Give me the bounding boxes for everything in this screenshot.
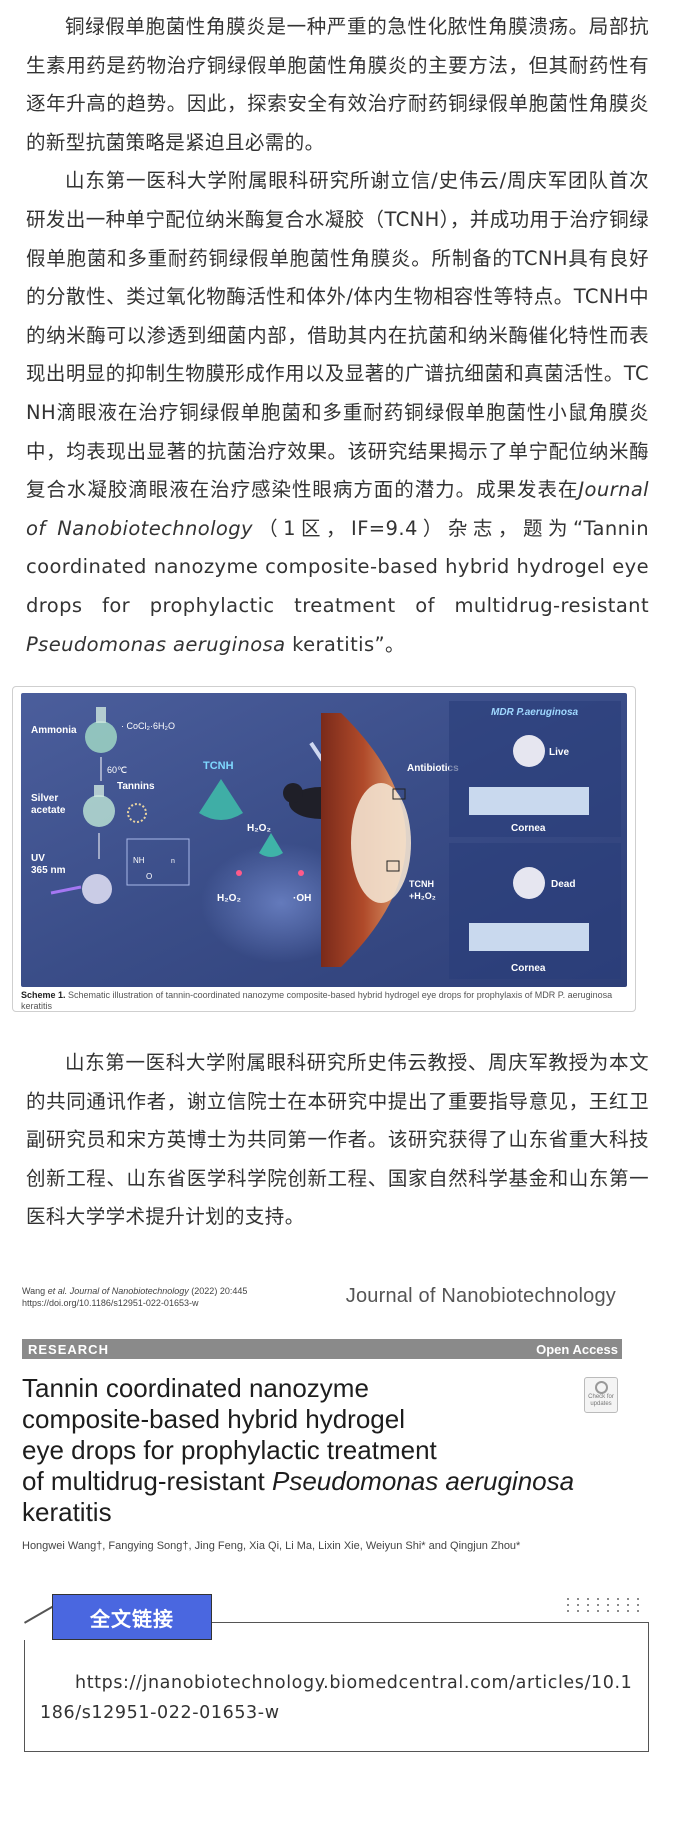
link-box	[24, 1622, 649, 1753]
title-line-4a: of multidrug-resistant	[22, 1466, 272, 1497]
label-tcnh-right: TCNH	[409, 879, 434, 889]
label-o: O	[146, 872, 152, 881]
fulltext-link-section: 全文链接 https://jnanobiotechnology.biomedce…	[24, 1594, 649, 1753]
structure-box	[126, 838, 190, 886]
open-access-label: Open Access	[536, 1341, 618, 1357]
tannin-molecule-icon	[127, 803, 147, 824]
citation-author: Wang	[22, 1286, 48, 1297]
caption-text: Schematic illustration of tannin-coordin…	[21, 990, 613, 1012]
label-antibiotics: Antibiotics	[407, 763, 459, 774]
study-text-b: （1区，IF=9.4）杂志，题为“Tannin coordinated nano…	[26, 516, 650, 617]
label-live: Live	[549, 747, 569, 758]
scheme-caption: Scheme 1. Schematic illustration of tann…	[21, 987, 627, 1012]
label-tcnh: TCNH	[203, 760, 234, 772]
label-uv: UV	[31, 853, 45, 864]
bacteria-live-icon	[513, 735, 545, 768]
flask-middle-icon	[83, 785, 115, 828]
label-silver: Silver	[31, 793, 58, 804]
study-text-a: 山东第一医科大学附属眼科研究所谢立信/史伟云/周庆军团队首次研发出一种单宁配位纳…	[26, 169, 649, 502]
cornea-dead-icon	[469, 923, 589, 952]
nanozyme-drop-icon	[259, 833, 283, 858]
panel-live	[449, 701, 621, 838]
label-h2o2-top: H₂O₂	[247, 823, 271, 834]
eye-zoom-box	[386, 860, 400, 872]
citation-year: (2022) 20:445	[188, 1286, 248, 1297]
label-ammonia: Ammonia	[31, 725, 77, 736]
label-cocl2: · CoCl₂·6H₂O	[121, 721, 175, 731]
title-line: composite-based hybrid hydrogel	[22, 1404, 405, 1435]
article-body: 铜绿假单胞菌性角膜炎是一种严重的急性化脓性角膜溃疡。局部抗生素用药是药物治疗铜绿…	[0, 0, 675, 664]
label-oh: ·OH	[293, 893, 311, 904]
label-tannins: Tannins	[117, 781, 155, 792]
radical-dot	[236, 870, 242, 877]
citation-line1: Wang et al. Journal of Nanobiotechnology…	[22, 1285, 247, 1297]
label-temp: 60℃	[107, 765, 127, 775]
label-acetate: acetate	[31, 805, 66, 816]
paper-top-row: Wang et al. Journal of Nanobiotechnology…	[22, 1281, 622, 1309]
label-cornea-bottom: Cornea	[511, 963, 546, 974]
label-h2o2-bottom: H₂O₂	[217, 893, 241, 904]
title-line: of multidrug-resistant Pseudomonas aerug…	[22, 1466, 582, 1497]
paragraph-study: 山东第一医科大学附属眼科研究所谢立信/史伟云/周庆军团队首次研发出一种单宁配位纳…	[26, 162, 649, 664]
title-line: keratitis	[22, 1497, 112, 1528]
citation-doi[interactable]: https://doi.org/10.1186/s12951-022-01653…	[22, 1298, 199, 1309]
scheme-figure: Ammonia · CoCl₂·6H₂O 60℃ Silver acetate …	[12, 686, 636, 1013]
paper-authors: Hongwei Wang†, Fangying Song†, Jing Feng…	[22, 1540, 521, 1553]
flask-top-icon	[85, 707, 117, 754]
label-cornea-top: Cornea	[511, 823, 546, 834]
citation-journal: et al. Journal of Nanobiotechnology	[47, 1286, 189, 1297]
paragraph-authors: 山东第一医科大学附属眼科研究所史伟云教授、周庆军教授为本文的共同通讯作者，谢立信…	[26, 1051, 649, 1229]
label-n: n	[171, 858, 175, 865]
research-label: RESEARCH	[28, 1341, 109, 1357]
paper-title-wrap: Tannin coordinated nanozyme composite-ba…	[22, 1373, 622, 1528]
tcnh-drop-icon	[199, 779, 243, 821]
tab-notch	[24, 1622, 54, 1641]
journal-logo: Journal of Nanobiotechnology	[345, 1285, 616, 1308]
dot-grid-decoration	[567, 1598, 643, 1613]
flask-uv-icon	[50, 874, 112, 905]
label-mdr: MDR P.aeruginosa	[491, 707, 578, 718]
bacteria-dead-icon	[513, 867, 545, 900]
check-updates-label: Check for updates	[588, 1394, 614, 1408]
citation: Wang et al. Journal of Nanobiotechnology…	[22, 1281, 247, 1309]
caption-label: Scheme 1.	[21, 990, 66, 1001]
article-body-2: 山东第一医科大学附属眼科研究所史伟云教授、周庆军教授为本文的共同通讯作者，谢立信…	[0, 1012, 675, 1237]
eye-zoom-box	[392, 788, 406, 800]
title-line: eye drops for prophylactic treatment	[22, 1435, 437, 1466]
paper-header: Wang et al. Journal of Nanobiotechnology…	[22, 1281, 622, 1552]
scheme-svg: Ammonia · CoCl₂·6H₂O 60℃ Silver acetate …	[21, 693, 627, 988]
paragraph-intro: 铜绿假单胞菌性角膜炎是一种严重的急性化脓性角膜溃疡。局部抗生素用药是药物治疗铜绿…	[26, 15, 649, 154]
label-dead: Dead	[551, 879, 575, 890]
paper-title: Tannin coordinated nanozyme composite-ba…	[22, 1373, 582, 1528]
fulltext-url[interactable]: https://jnanobiotechnology.biomedcentral…	[40, 1673, 633, 1724]
label-uv-nm: 365 nm	[31, 865, 66, 876]
journal-name-italic: Journal of Nanobiotechnology	[26, 478, 649, 540]
panel-dead	[449, 843, 621, 980]
eye-lens	[351, 783, 411, 904]
check-for-updates-badge[interactable]: Check for updates	[584, 1377, 618, 1414]
cornea-live-icon	[469, 787, 589, 816]
title-line: Tannin coordinated nanozyme	[22, 1373, 369, 1404]
label-h2o2-right: +H₂O₂	[409, 891, 436, 901]
title-species: Pseudomonas aeruginosa	[271, 1466, 575, 1497]
check-updates-icon	[595, 1381, 608, 1395]
species-italic: Pseudomonas aeruginosa	[26, 632, 286, 656]
fulltext-tab: 全文链接	[52, 1594, 212, 1641]
research-bar: RESEARCH Open Access	[22, 1339, 622, 1360]
label-nh: NH	[133, 856, 145, 865]
scheme-illustration: Ammonia · CoCl₂·6H₂O 60℃ Silver acetate …	[21, 693, 627, 988]
radical-dot	[298, 870, 304, 877]
study-text-c: keratitis”。	[285, 632, 405, 656]
